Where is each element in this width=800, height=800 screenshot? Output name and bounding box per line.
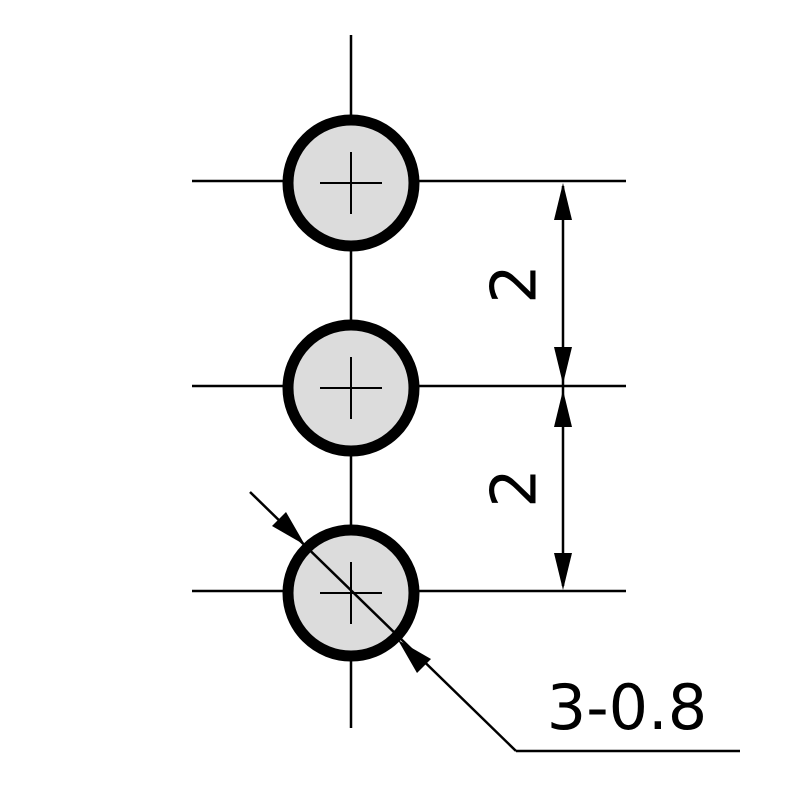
- pitch-label-top: 2: [478, 264, 551, 303]
- hole-callout-label: 3-0.8: [547, 671, 707, 744]
- arrowhead-mid-up: [554, 347, 572, 384]
- leader-arrowhead-inner: [398, 640, 431, 673]
- hole-2: [282, 319, 420, 457]
- leader-arrowhead-outer: [272, 512, 305, 545]
- hole-3: [282, 524, 420, 662]
- pitch-dimension: [554, 183, 572, 590]
- hole-1: [282, 114, 420, 252]
- pitch-label-bottom: 2: [478, 468, 551, 507]
- arrowhead-bottom: [554, 553, 572, 590]
- diameter-leader: [249, 491, 740, 753]
- arrowhead-top: [554, 183, 572, 220]
- arrowhead-mid-down: [554, 390, 572, 427]
